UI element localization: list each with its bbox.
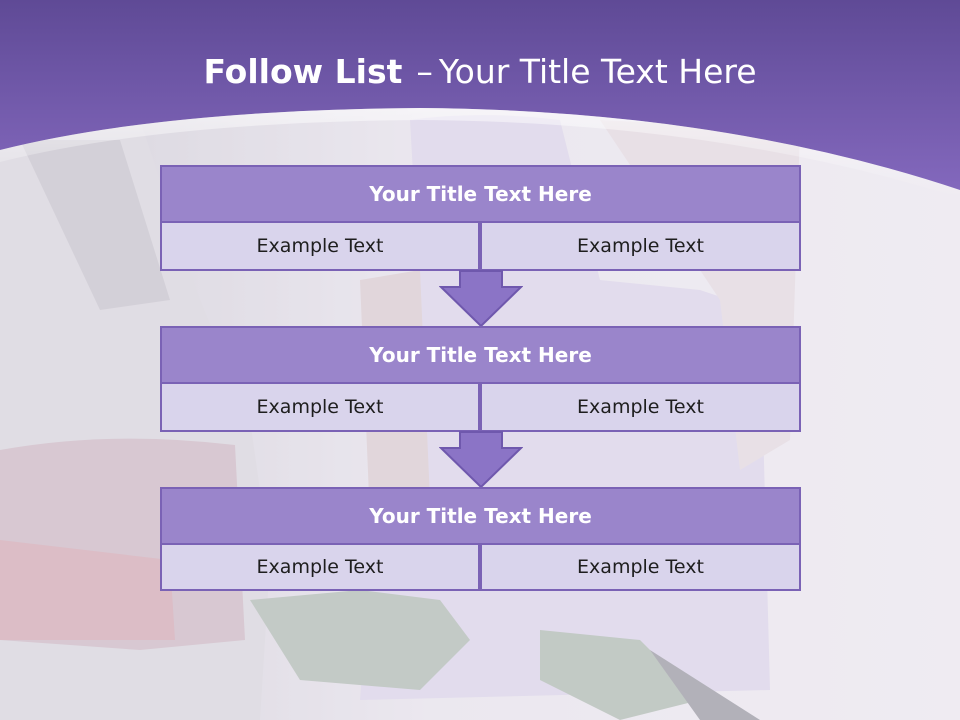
page-title: Follow List–Your Title Text Here [0,52,960,91]
step-cell-right: Example Text [480,221,801,271]
step-block-1: Your Title Text Here Example Text Exampl… [160,165,801,271]
step-title: Your Title Text Here [160,165,801,223]
step-cell-right: Example Text [480,543,801,591]
title-bold: Follow List [203,52,403,91]
down-arrow-icon [439,270,523,328]
step-title: Your Title Text Here [160,326,801,384]
title-separator: – [416,52,433,91]
title-rest: Your Title Text Here [438,52,757,91]
down-arrow-icon [439,431,523,489]
step-cell-right: Example Text [480,382,801,432]
step-cell-left: Example Text [160,382,480,432]
step-block-2: Your Title Text Here Example Text Exampl… [160,326,801,432]
header-band [0,0,960,198]
step-title: Your Title Text Here [160,487,801,545]
step-cell-left: Example Text [160,543,480,591]
step-cell-left: Example Text [160,221,480,271]
step-block-3: Your Title Text Here Example Text Exampl… [160,487,801,593]
